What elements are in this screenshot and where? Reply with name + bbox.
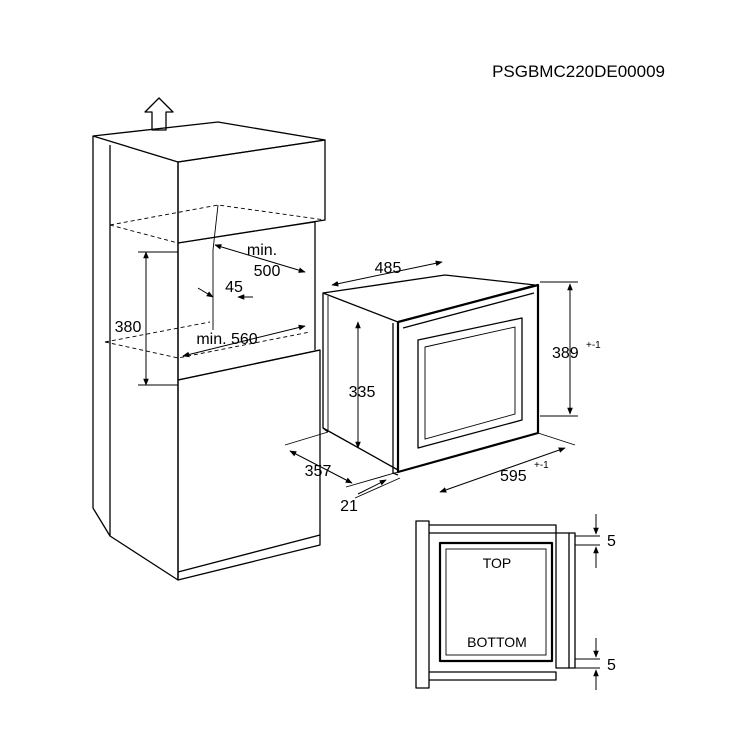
detail-top-gap-value: 5 — [607, 533, 616, 550]
cabinet — [92, 97, 326, 581]
detail-top-label: TOP — [483, 555, 512, 571]
oven — [322, 274, 540, 476]
cabinet-inset-value: 45 — [225, 279, 243, 296]
document-code: PSGBMC220DE00009 — [492, 62, 665, 81]
oven-front-width-tolerance: +-1 — [534, 460, 549, 471]
oven-depth-top-value: 485 — [375, 260, 402, 277]
detail-bottom-gap-value: 5 — [607, 657, 616, 674]
cabinet-height-value: 380 — [115, 319, 142, 336]
ventilation-arrow-icon — [144, 97, 174, 131]
detail-bottom-label: BOTTOM — [467, 634, 527, 650]
cabinet-depth-min-label: min. — [247, 242, 277, 259]
oven-front-width-value: 595 — [500, 468, 527, 485]
cabinet-dimension-lines — [138, 244, 306, 386]
oven-front-thickness-value: 21 — [340, 498, 358, 515]
oven-body-depth-value: 357 — [305, 463, 332, 480]
oven-front-height-value: 389 — [552, 345, 579, 362]
oven-dimension-lines — [284, 260, 578, 499]
detail-view — [415, 514, 600, 690]
cabinet-depth-min-value: 500 — [254, 263, 281, 280]
oven-body-height-value: 335 — [349, 384, 376, 401]
oven-front-height-tolerance: +-1 — [586, 340, 601, 351]
cabinet-width-min-value: min. 560 — [196, 331, 257, 348]
